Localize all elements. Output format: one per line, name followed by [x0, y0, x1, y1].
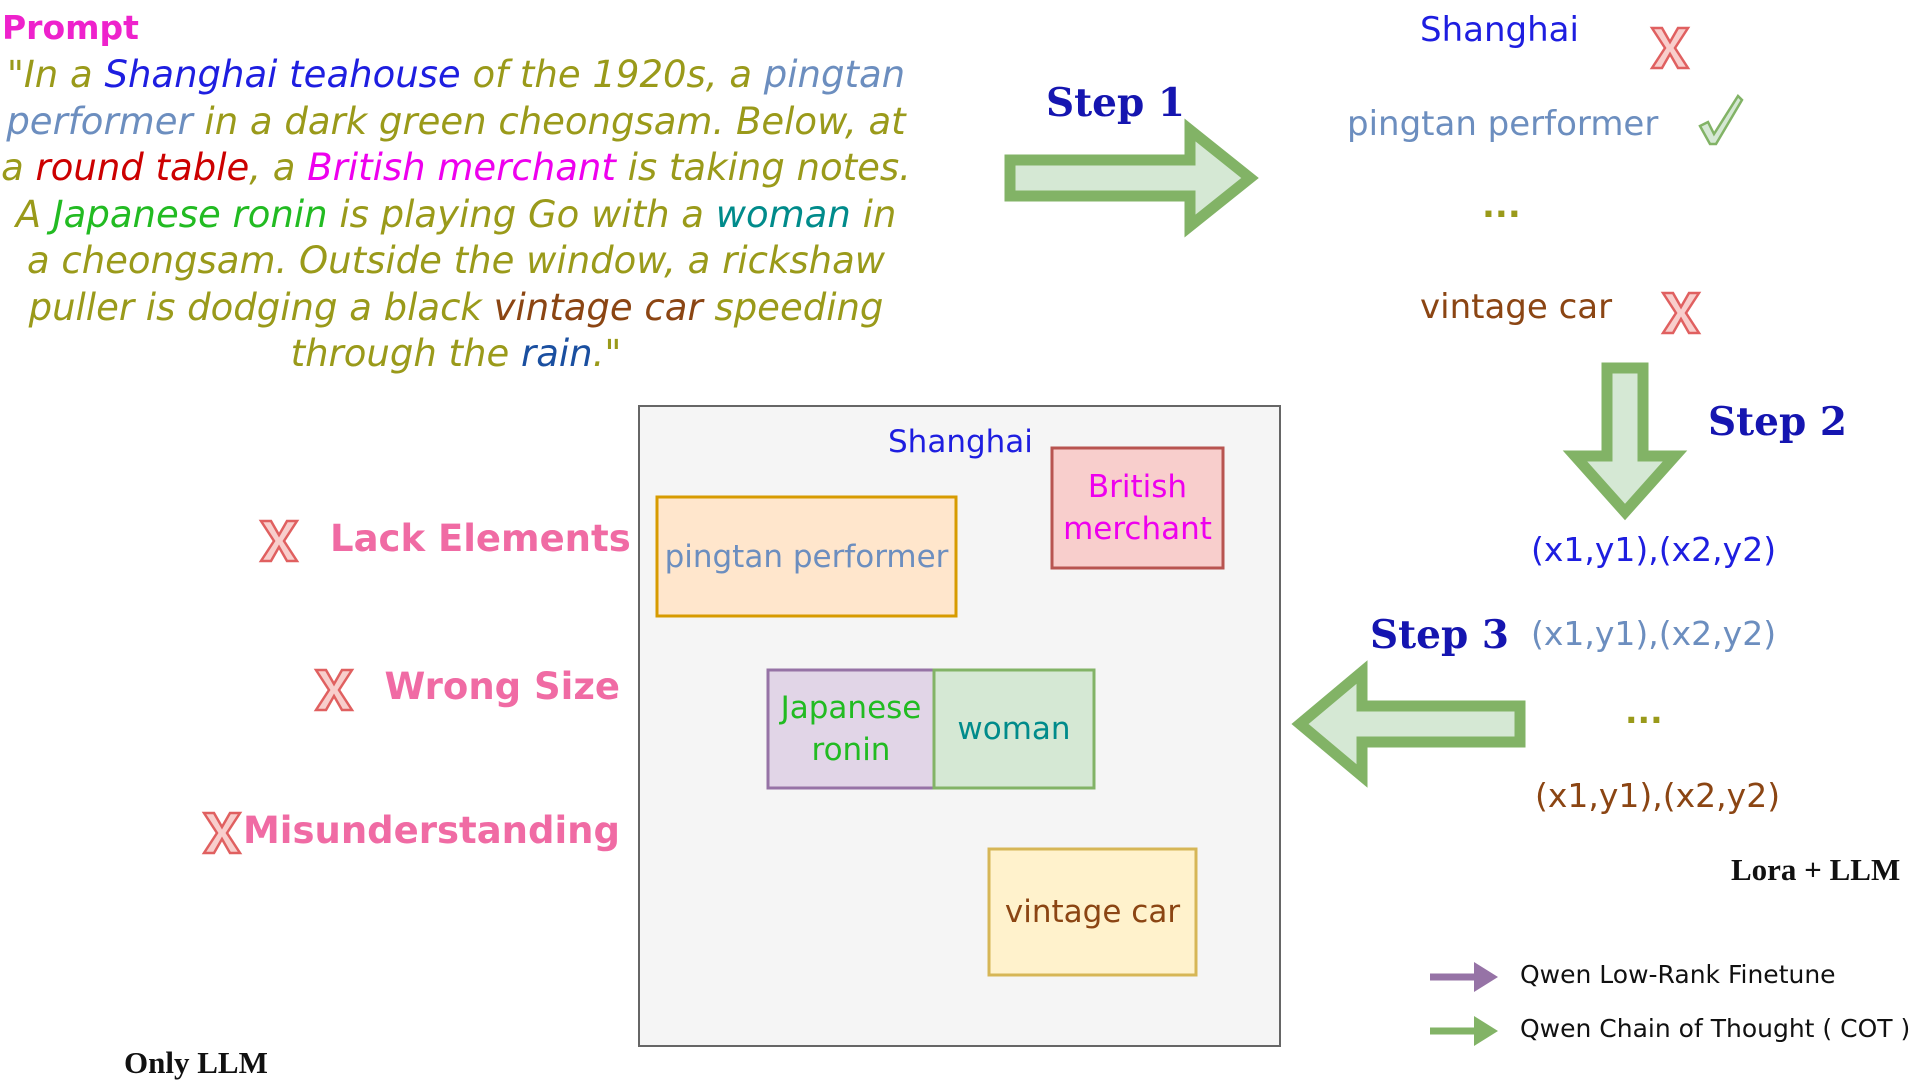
coord-line-1: (x1,y1),(x2,y2)	[1531, 530, 1777, 569]
cross-icon	[201, 811, 243, 855]
prompt-segment: Japanese ronin	[52, 192, 328, 236]
prompt-segment: ."	[592, 332, 622, 375]
prompt-segment: , a	[249, 146, 308, 189]
step1-label: Step 1	[1046, 80, 1185, 126]
legend-lora-label: Qwen Low-Rank Finetune	[1520, 960, 1836, 989]
box-pingtan-performer	[655, 495, 958, 618]
step3-label: Step 3	[1370, 612, 1509, 658]
prompt-segment: in a dark green cheongsam. Below, at a	[1, 99, 906, 190]
step3-arrow-shape	[1291, 660, 1526, 788]
prompt-segment: of the 1920s, a	[460, 53, 764, 96]
coord-line-3: (x1,y1),(x2,y2)	[1535, 776, 1781, 815]
legend-green-arrow	[1430, 1016, 1498, 1046]
coord-ellipsis: ...	[1625, 692, 1663, 731]
error-wrong-size: Wrong Size	[384, 665, 621, 708]
box-label-woman: woman	[957, 711, 1071, 747]
cross-icon	[1649, 26, 1691, 70]
check-icon	[1698, 94, 1744, 146]
step1-arrow-shape	[1004, 118, 1259, 238]
box-british-merchant	[1050, 446, 1225, 570]
box-label-line: British	[1087, 469, 1188, 505]
prompt-segment: British merchant	[307, 146, 616, 189]
box-woman	[932, 668, 1096, 790]
prompt-segment: rain	[521, 332, 593, 375]
cross-icon	[313, 668, 355, 712]
prompt-segment: Shanghai	[104, 53, 278, 96]
prompt-segment: is playing Go with a	[327, 192, 716, 236]
coord-line-2: (x1,y1),(x2,y2)	[1531, 614, 1777, 653]
prompt-segment: speeding through the	[290, 285, 884, 376]
list-item-shanghai: Shanghai	[1420, 10, 1579, 50]
prompt-segment: pingtan performer	[6, 53, 906, 143]
prompt-segment: round table	[35, 146, 250, 189]
legend-cot-label: Qwen Chain of Thought ( COT )	[1520, 1014, 1911, 1043]
step2-label: Step 2	[1708, 399, 1847, 445]
prompt-segment: teahouse	[289, 53, 461, 96]
list-ellipsis: ...	[1482, 186, 1521, 226]
prompt-title: Prompt	[2, 8, 139, 47]
step2-arrow-shape	[1562, 362, 1688, 521]
prompt-segment: in a cheongsam. Outside the window, a ri…	[26, 192, 897, 329]
box-label-line: merchant	[1063, 511, 1212, 547]
footer-lora-llm: Lora + LLM	[1731, 852, 1901, 887]
box-japanese-ronin	[766, 668, 936, 790]
prompt-segment: "In a	[6, 53, 105, 96]
prompt-segment: vintage car	[493, 285, 703, 329]
cross-icon	[258, 519, 300, 563]
prompt-segment: is taking notes. A	[15, 146, 911, 236]
box-label-vintage-car: vintage car	[1004, 894, 1181, 930]
box-label-line: ronin	[811, 732, 891, 768]
prompt-segment: woman	[715, 192, 851, 236]
footer-only-llm: Only LLM	[124, 1045, 268, 1080]
error-misunderstanding: Misunderstanding	[242, 809, 620, 852]
legend-purple-arrow	[1430, 962, 1498, 992]
box-label-japanese-ronin: Japanese ronin	[768, 670, 934, 788]
box-vintage-car	[987, 847, 1198, 977]
list-item-pingtan: pingtan performer	[1347, 104, 1659, 144]
error-lack-elements: Lack Elements	[330, 517, 631, 560]
prompt-text: "In a Shanghai teahouse of the 1920s, a …	[0, 52, 912, 378]
prompt-segment	[277, 53, 289, 96]
cross-icon	[1660, 291, 1702, 335]
box-label-british-merchant: British merchant	[1052, 448, 1223, 568]
list-item-vintage-car: vintage car	[1420, 287, 1613, 327]
box-label-line: Japanese	[780, 690, 922, 726]
box-label-pingtan: pingtan performer	[664, 538, 949, 575]
canvas-label-shanghai: Shanghai	[888, 424, 1033, 460]
